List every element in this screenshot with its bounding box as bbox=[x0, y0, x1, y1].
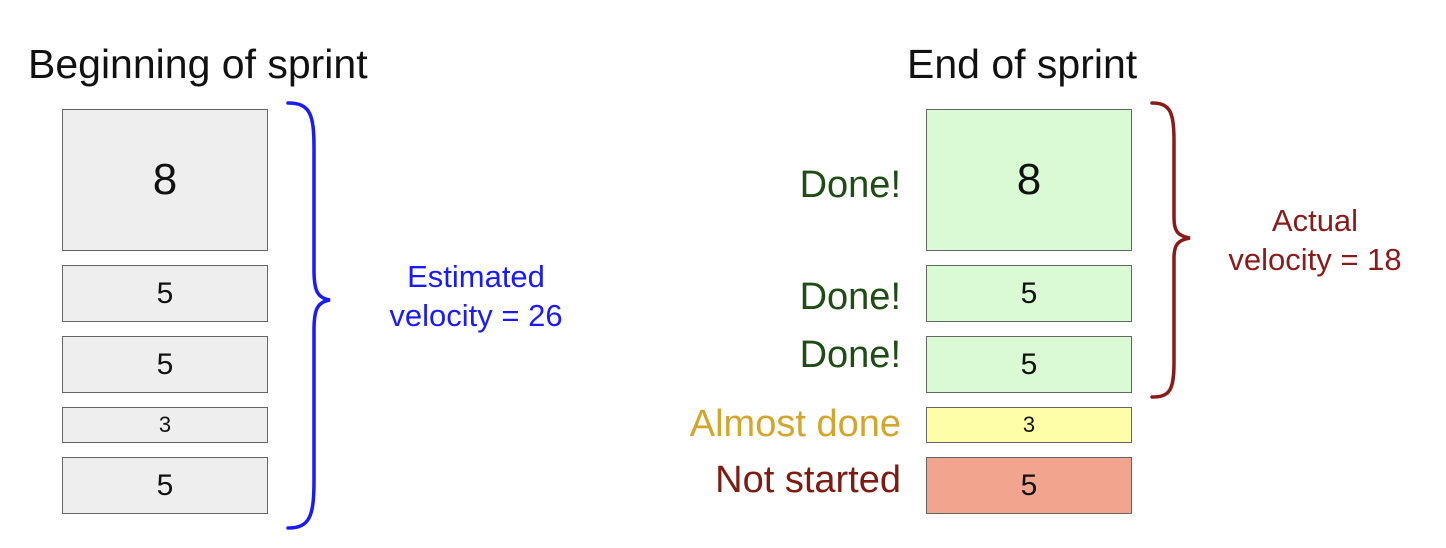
story-points: 5 bbox=[156, 468, 174, 502]
story-box-right-1: 8 bbox=[926, 109, 1132, 251]
story-points: 3 bbox=[1022, 412, 1036, 437]
story-box-right-2: 5 bbox=[926, 265, 1132, 322]
estimated-velocity-label: Estimated velocity = 26 bbox=[356, 258, 596, 336]
story-box-left-3: 5 bbox=[62, 336, 268, 393]
status-label-3: Done! bbox=[799, 334, 901, 376]
story-box-right-3: 5 bbox=[926, 336, 1132, 393]
status-label-2: Done! bbox=[799, 276, 901, 318]
annotation-line-2: velocity = 26 bbox=[389, 297, 563, 333]
brace-path bbox=[1150, 101, 1191, 399]
story-points: 8 bbox=[152, 155, 178, 204]
story-points: 5 bbox=[156, 276, 174, 310]
status-label-4: Almost done bbox=[689, 403, 901, 445]
actual-brace bbox=[1150, 101, 1191, 399]
story-points: 5 bbox=[156, 347, 174, 381]
story-points: 5 bbox=[1020, 468, 1038, 502]
story-box-left-2: 5 bbox=[62, 265, 268, 322]
end-title: End of sprint bbox=[907, 41, 1138, 87]
story-box-right-4: 3 bbox=[926, 407, 1132, 443]
story-points: 5 bbox=[1020, 276, 1038, 310]
beginning-title: Beginning of sprint bbox=[28, 41, 368, 87]
status-label-5: Not started bbox=[715, 459, 901, 501]
annotation-line-2: velocity = 18 bbox=[1228, 241, 1402, 277]
story-points: 3 bbox=[158, 412, 172, 437]
story-box-right-5: 5 bbox=[926, 457, 1132, 514]
story-points: 5 bbox=[1020, 347, 1038, 381]
story-points: 8 bbox=[1016, 155, 1042, 204]
annotation-line-1: Actual bbox=[1271, 203, 1359, 238]
story-box-left-4: 3 bbox=[62, 407, 268, 443]
annotation-line-1: Estimated bbox=[407, 259, 545, 294]
estimated-brace bbox=[286, 101, 331, 530]
status-label-1: Done! bbox=[799, 164, 901, 206]
actual-velocity-label: Actual velocity = 18 bbox=[1200, 202, 1430, 280]
story-box-left-1: 8 bbox=[62, 109, 268, 251]
brace-path bbox=[286, 101, 331, 530]
story-box-left-5: 5 bbox=[62, 457, 268, 514]
